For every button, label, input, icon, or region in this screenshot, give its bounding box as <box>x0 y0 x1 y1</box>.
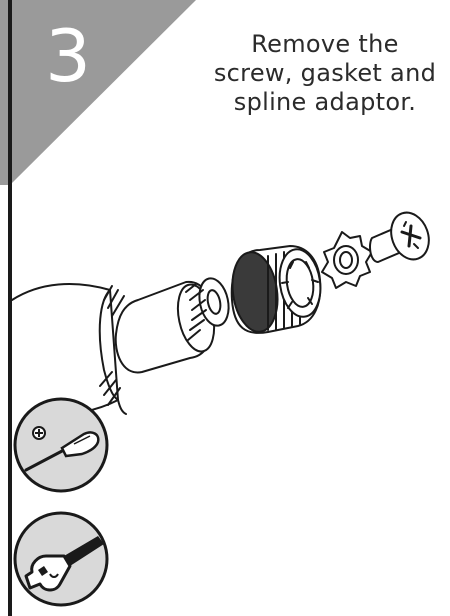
valve-stem-drawing <box>116 276 233 373</box>
spline-adaptor-drawing <box>228 246 325 335</box>
gasket-drawing <box>322 232 372 288</box>
wrench-tool-icon <box>12 510 110 608</box>
screwdriver-tool-icon <box>12 396 110 494</box>
screw-drawing <box>370 207 435 264</box>
